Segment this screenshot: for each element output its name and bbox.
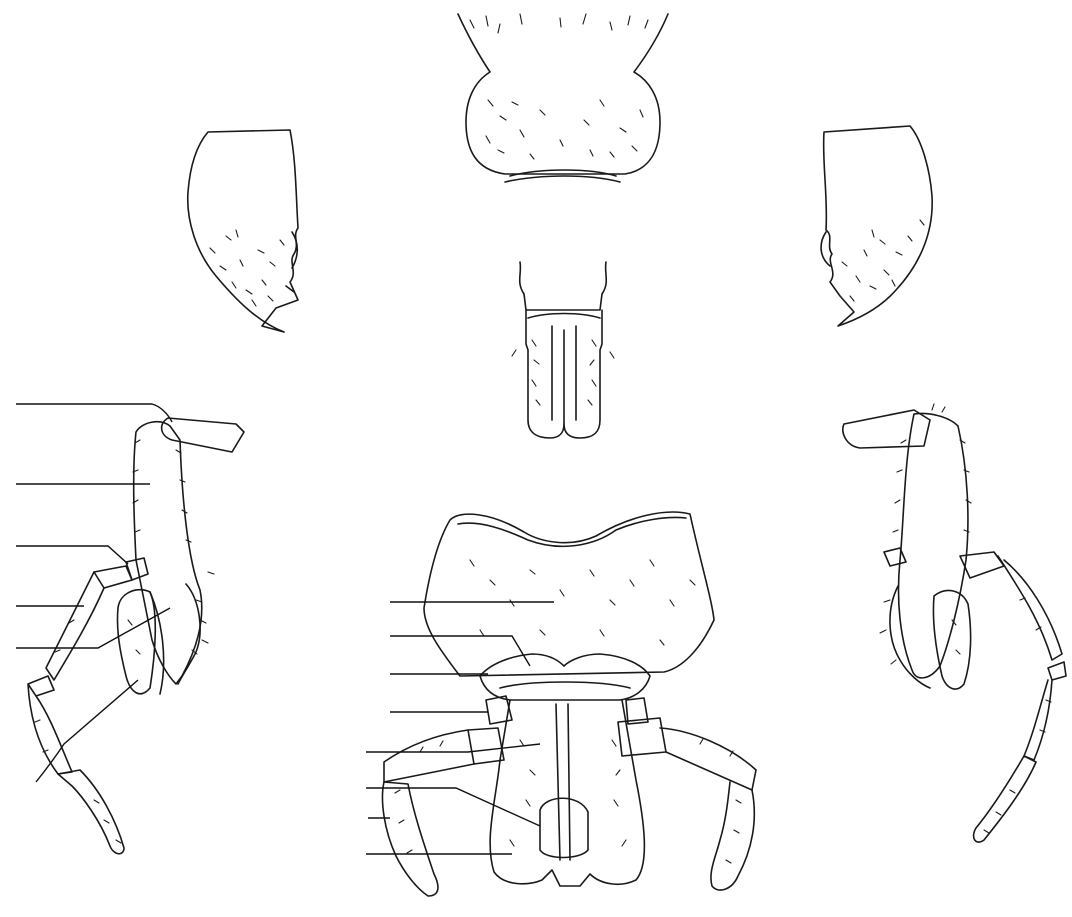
right-maxilla xyxy=(843,404,1066,842)
labium xyxy=(383,512,757,896)
leader-lines-left xyxy=(16,404,172,782)
labrum xyxy=(458,14,668,182)
leader-lines-labium xyxy=(366,602,554,854)
leader-line-1 xyxy=(16,404,172,422)
right-mandible xyxy=(821,126,932,326)
left-mandible xyxy=(188,130,298,332)
hypopharynx xyxy=(512,262,614,438)
leader-line-8 xyxy=(390,636,530,666)
leader-line-12 xyxy=(366,788,540,826)
leader-line-6 xyxy=(36,680,138,782)
leader-line-11 xyxy=(366,744,540,752)
leader-line-3 xyxy=(16,546,128,564)
